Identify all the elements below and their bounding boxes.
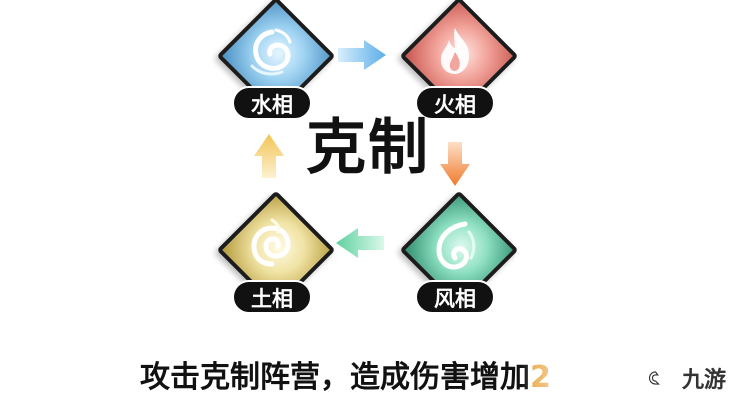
node-wind: 风相 — [399, 190, 519, 314]
arrow-wind-to-earth — [336, 228, 384, 258]
diagram-title: 克制 — [306, 113, 430, 183]
flame-icon — [440, 28, 469, 74]
wind-swirl-icon — [436, 221, 476, 270]
node-label-earth: 土相 — [232, 280, 312, 314]
arrow-earth-to-water — [254, 134, 284, 178]
water-swirl-icon — [250, 28, 292, 76]
node-fire: 火相 — [399, 0, 519, 120]
node-label-fire: 火相 — [415, 86, 495, 120]
node-water: 水相 — [216, 0, 336, 120]
node-label-wind: 风相 — [415, 280, 495, 314]
jiuyou-logo-icon — [648, 371, 660, 385]
caption-text: 攻击克制阵营，造成伤害增加 — [140, 360, 530, 395]
watermark-text: 九游 — [682, 368, 727, 393]
arrow-fire-to-wind — [440, 142, 470, 186]
caption-fade-overlay — [520, 350, 738, 401]
arrow-water-to-fire — [338, 40, 386, 70]
node-label-water: 水相 — [232, 86, 312, 120]
node-earth: 土相 — [216, 190, 336, 314]
caption: 攻击克制阵营，造成伤害增加2 — [140, 358, 551, 398]
earth-spiral-icon — [251, 218, 291, 267]
